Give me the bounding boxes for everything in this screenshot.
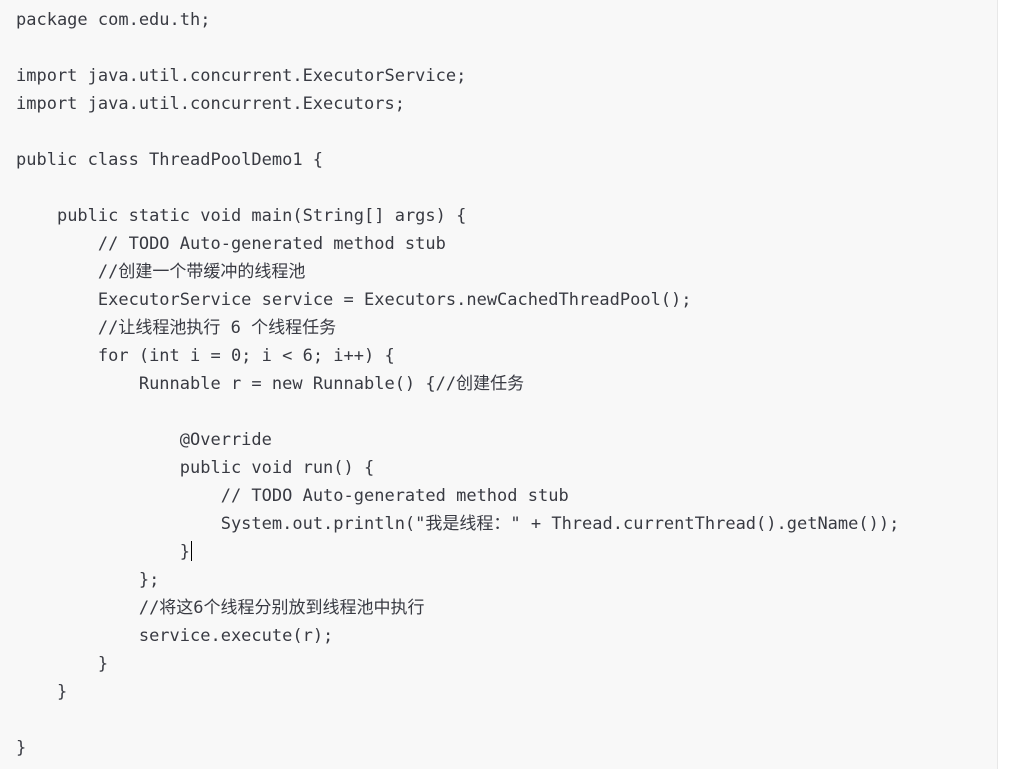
code-line-5	[16, 118, 899, 146]
code-line-4: import java.util.concurrent.Executors;	[16, 94, 405, 114]
code-line-1: package com.edu.th;	[16, 10, 211, 30]
code-line-13: for (int i = 0; i < 6; i++) {	[97, 346, 395, 366]
code-line-2	[16, 34, 899, 62]
code-line-18: // TODO Auto-generated method stub	[220, 486, 569, 506]
code-line-27: }	[16, 738, 27, 758]
code-block[interactable]: package com.edu.th; import java.util.conc…	[16, 6, 899, 762]
code-line-23: service.execute(r);	[138, 626, 334, 646]
code-line-12: //让线程池执行 6 个线程任务	[97, 318, 337, 338]
code-line-11: ExecutorService service = Executors.newC…	[97, 290, 692, 310]
code-line-8: public static void main(String[] args) {	[56, 206, 467, 226]
code-line-7	[16, 174, 899, 202]
code-line-14: Runnable r = new Runnable() {//创建任务	[138, 374, 525, 394]
code-line-19: System.out.println("我是线程：" + Thread.curr…	[220, 514, 900, 534]
code-line-24: }	[97, 654, 109, 674]
code-line-21: };	[138, 570, 160, 590]
code-line-6: public class ThreadPoolDemo1 {	[16, 150, 324, 170]
code-line-17: public void run() {	[179, 458, 375, 478]
code-line-20: }	[179, 541, 193, 562]
code-line-15	[16, 398, 899, 426]
code-line-3: import java.util.concurrent.ExecutorServ…	[16, 66, 467, 86]
code-line-10: //创建一个带缓冲的线程池	[97, 262, 306, 282]
code-line-25: }	[56, 682, 68, 702]
code-line-16: @Override	[179, 430, 272, 450]
code-line-22: //将这6个线程分别放到线程池中执行	[138, 598, 425, 618]
text-cursor	[191, 541, 193, 561]
code-line-26	[16, 706, 899, 734]
code-line-9: // TODO Auto-generated method stub	[97, 234, 446, 254]
code-panel: package com.edu.th; import java.util.conc…	[16, 0, 998, 769]
